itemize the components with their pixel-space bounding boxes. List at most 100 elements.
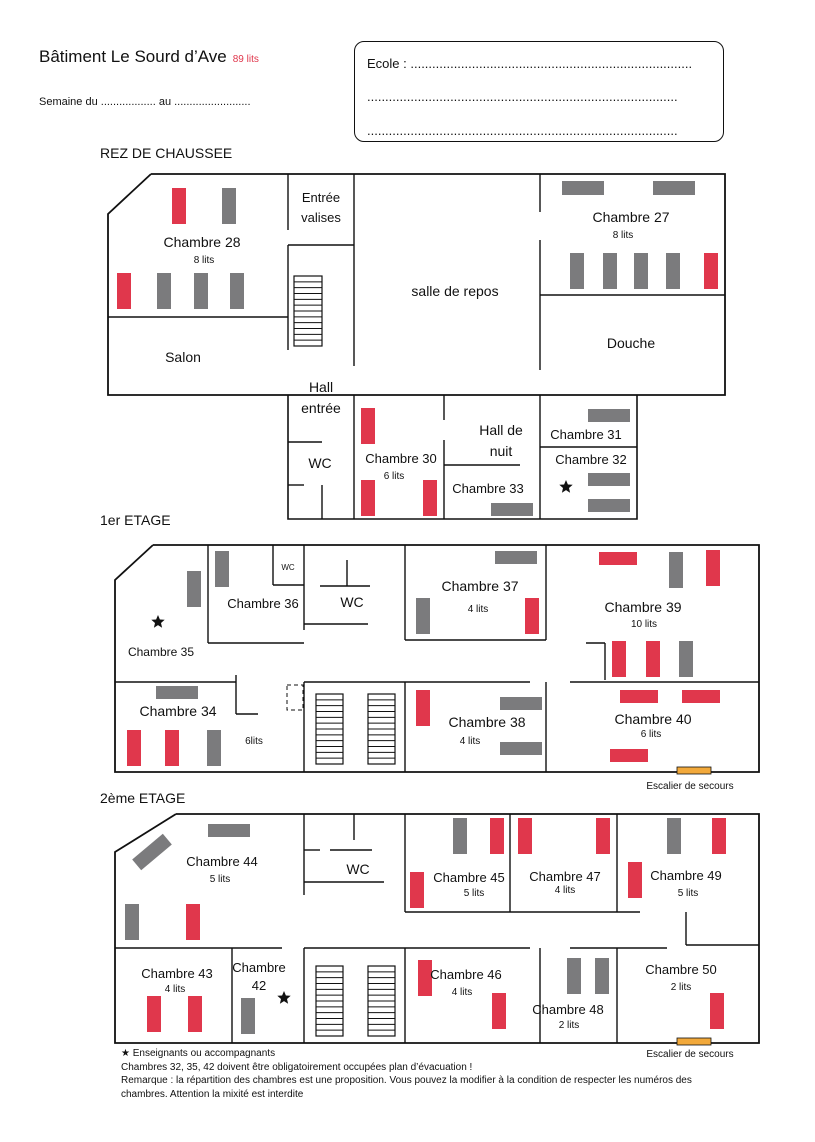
note-line-2: Remarque : la répartition des chambres e… xyxy=(121,1075,692,1086)
room-label: Chambre 49 xyxy=(650,868,722,883)
legend-text: Enseignants ou accompagnants xyxy=(132,1048,276,1059)
bed xyxy=(570,253,584,289)
room-label: Chambre 27 xyxy=(592,209,669,225)
bed xyxy=(416,598,430,634)
bed-teacher xyxy=(599,552,637,565)
school-line-3: ........................................… xyxy=(367,123,678,138)
beds xyxy=(117,181,726,1034)
room-label: salle de repos xyxy=(411,283,498,299)
bed xyxy=(669,552,683,588)
room-label: WC xyxy=(308,455,331,471)
room-label: 5 lits xyxy=(678,888,699,899)
room-label: 2 lits xyxy=(671,982,692,993)
bed xyxy=(679,641,693,677)
bed xyxy=(500,742,542,755)
bed xyxy=(207,730,221,766)
bed xyxy=(230,273,244,309)
room-label: 2 lits xyxy=(559,1020,580,1031)
bed xyxy=(588,499,630,512)
room-label: WC xyxy=(340,594,363,610)
room-label: WC xyxy=(281,563,295,572)
room-label: 6 lits xyxy=(641,729,662,740)
school-box: Ecole : ................................… xyxy=(354,41,724,142)
room-label: 4 lits xyxy=(165,984,186,995)
room-label: Salon xyxy=(165,349,201,365)
room-label: Chambre 37 xyxy=(441,578,518,594)
bed xyxy=(562,181,604,195)
room-label: Chambre 39 xyxy=(604,599,681,615)
wall xyxy=(114,544,760,773)
bed-teacher xyxy=(646,641,660,677)
bed xyxy=(132,833,172,871)
bed xyxy=(194,273,208,309)
star-icon xyxy=(277,991,291,1004)
bed-teacher xyxy=(416,690,430,726)
bed-teacher xyxy=(596,818,610,854)
building-name: Bâtiment Le Sourd d’Ave xyxy=(39,47,227,66)
bed-teacher xyxy=(612,641,626,677)
bed-teacher xyxy=(361,480,375,516)
room-label: 8 lits xyxy=(194,255,215,266)
room-label: Chambre 32 xyxy=(555,452,627,467)
bed xyxy=(588,473,630,486)
bed-teacher xyxy=(682,690,720,703)
room-label: WC xyxy=(346,861,369,877)
room-label: 8 lits xyxy=(613,230,634,241)
bed-teacher xyxy=(423,480,437,516)
room-label: 4 lits xyxy=(555,885,576,896)
room-label: Chambre 43 xyxy=(141,966,213,981)
bed xyxy=(603,253,617,289)
bed xyxy=(491,503,533,516)
bed xyxy=(588,409,630,422)
room-label: Chambre 50 xyxy=(645,962,717,977)
bed xyxy=(187,571,201,607)
bed-teacher xyxy=(704,253,718,289)
stairs xyxy=(293,275,396,1037)
floor-ground-title: REZ DE CHAUSSEE xyxy=(100,145,233,161)
bed-teacher xyxy=(165,730,179,766)
note-line-3: chambres. Attention la mixité est interd… xyxy=(121,1088,304,1100)
room-label: Escalier de secours xyxy=(646,781,733,792)
week-field: Semaine du .................. au .......… xyxy=(39,96,251,108)
notes: ★ Enseignants ou accompagnants Chambres … xyxy=(121,1047,761,1101)
room-label: 4 lits xyxy=(460,736,481,747)
bed-teacher xyxy=(628,862,642,898)
bed-teacher xyxy=(186,904,200,940)
bed-teacher xyxy=(172,188,186,224)
room-label: Chambre 47 xyxy=(529,869,601,884)
room-label: Chambre 31 xyxy=(550,427,622,442)
lift-marker xyxy=(286,684,304,711)
bed xyxy=(495,551,537,564)
bed xyxy=(222,188,236,224)
bed-teacher xyxy=(525,598,539,634)
room-labels: salle de repos Chambre 27 8 lits Chambre 28… xyxy=(128,190,734,1060)
room-label: 5 lits xyxy=(464,888,485,899)
room-label: 5 lits xyxy=(210,874,231,885)
room-label: Chambre 30 xyxy=(365,451,437,466)
bed-teacher xyxy=(410,872,424,908)
bed-teacher xyxy=(712,818,726,854)
room-label: Chambre 35 xyxy=(128,645,194,659)
bed xyxy=(208,824,250,837)
walls xyxy=(107,173,760,1044)
room-label: Chambre 40 xyxy=(614,711,691,727)
room-label: 4 lits xyxy=(468,604,489,615)
bed-teacher xyxy=(188,996,202,1032)
bed xyxy=(157,273,171,309)
wall xyxy=(114,813,760,1044)
school-line-2: ........................................… xyxy=(367,89,678,104)
school-line-1: Ecole : ................................… xyxy=(367,56,693,71)
bed xyxy=(500,697,542,710)
emergency-stair-1 xyxy=(676,766,712,775)
room-label: Chambre 34 xyxy=(139,703,216,719)
room-label: Escalier de secours xyxy=(646,1049,733,1060)
star-icon: ★ xyxy=(121,1048,130,1059)
bed xyxy=(567,958,581,994)
room-label: Chambre 28 xyxy=(163,234,240,250)
star-icon xyxy=(559,480,573,493)
room-label: Chambre 46 xyxy=(430,967,502,982)
